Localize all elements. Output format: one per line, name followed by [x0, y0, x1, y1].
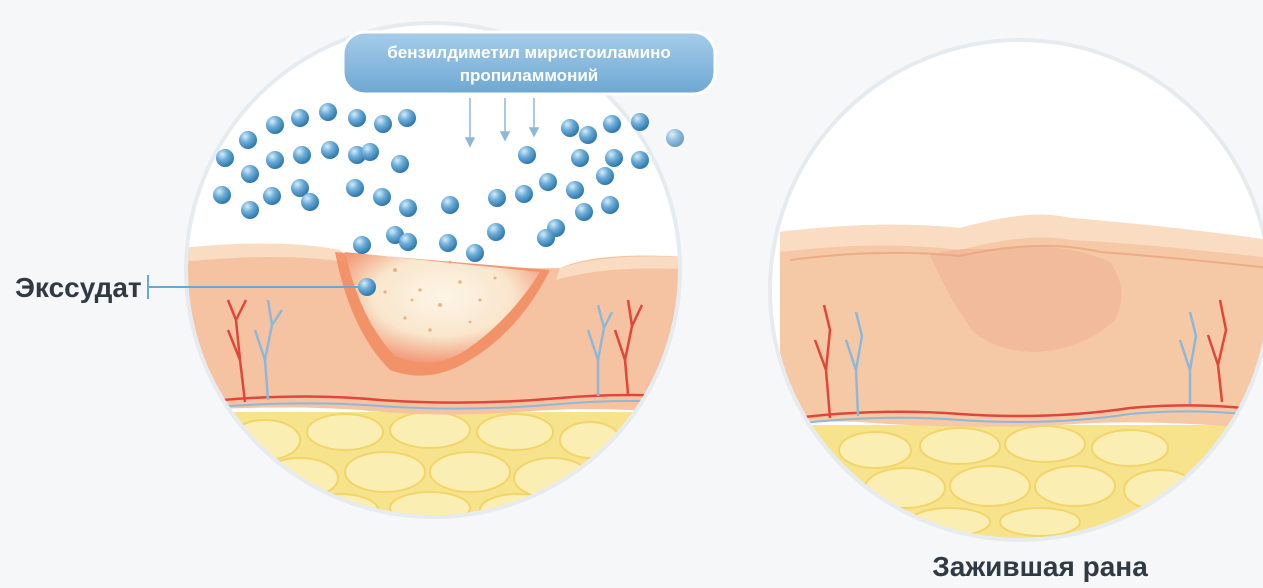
- substance-badge: бензилдиметил миристоиламино пропиламмон…: [343, 32, 715, 94]
- exudate-marker: [358, 278, 376, 296]
- left-wound-circle: [180, 23, 700, 542]
- exudate-label: Экссудат: [15, 272, 142, 303]
- healed-wound-label: Зажившая рана: [932, 551, 1148, 582]
- fat-cells-healed: [839, 426, 1196, 536]
- right-healed-circle: [770, 40, 1263, 555]
- badge-line-1: бензилдиметил миристоиламино: [387, 43, 670, 62]
- badge-line-2: пропиламмоний: [460, 66, 599, 85]
